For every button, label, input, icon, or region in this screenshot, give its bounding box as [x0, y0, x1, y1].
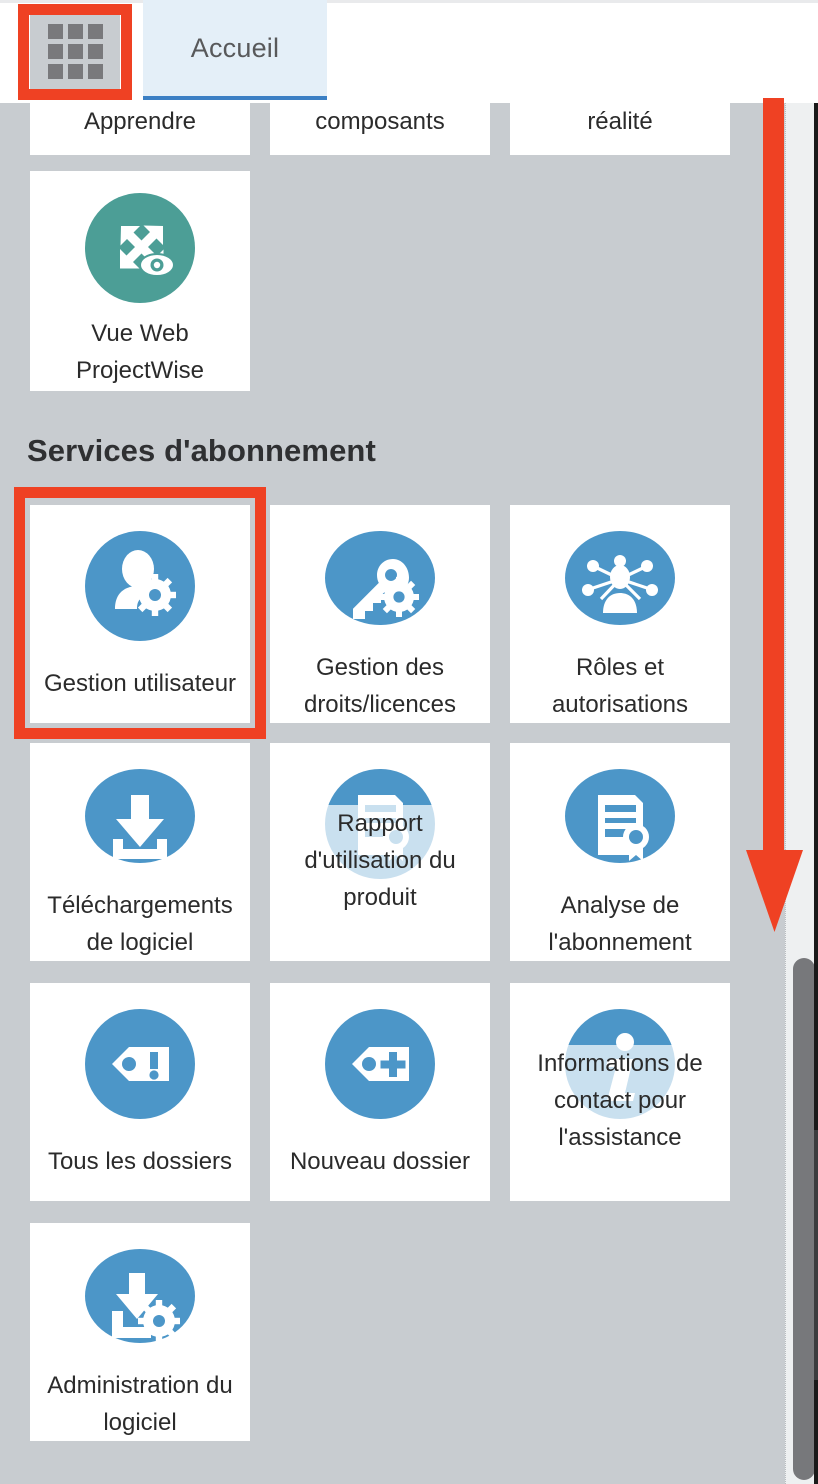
tile-roles-autorisations-label: Rôles et autorisations — [551, 654, 689, 718]
scrollbar-outer-rail-notch — [814, 1130, 818, 1380]
tile-apprendre[interactable]: Apprendre — [30, 103, 250, 155]
user-gear-icon — [85, 531, 195, 641]
tile-realite-label: réalité — [587, 108, 653, 135]
tile-tous-les-dossiers-label: Tous les dossiers — [47, 1148, 233, 1175]
tile-composants[interactable]: composants — [270, 103, 490, 155]
tile-rapport-utilisation-produit-label: Rapport d'utilisation du produit — [270, 805, 490, 916]
tile-gestion-droits-licences-label: Gestion des droits/licences — [303, 654, 457, 718]
tile-telechargements-logiciel-label: Téléchargements de logiciel — [47, 892, 233, 956]
tile-tous-les-dossiers[interactable]: Tous les dossiers — [30, 983, 250, 1201]
tile-gestion-utilisateur-label: Gestion utilisateur — [43, 670, 237, 697]
tile-composants-label: composants — [315, 108, 445, 135]
user-network-icon — [565, 531, 675, 625]
vertical-scrollbar[interactable] — [785, 103, 818, 1484]
tile-vue-web-projectwise[interactable]: Vue Web ProjectWise — [30, 171, 250, 391]
key-gear-icon — [325, 531, 435, 625]
tile-nouveau-dossier[interactable]: Nouveau dossier — [270, 983, 490, 1201]
tile-realite[interactable]: réalité — [510, 103, 730, 155]
tile-administration-logiciel-label: Administration du logiciel — [47, 1372, 233, 1436]
tile-gestion-droits-licences[interactable]: Gestion des droits/licences — [270, 505, 490, 723]
tile-informations-contact-assistance[interactable]: Informations de contact pour l'assistanc… — [510, 983, 730, 1201]
scrollbar-outer-rail — [814, 103, 818, 1484]
tile-rapport-utilisation-produit[interactable]: Rapport d'utilisation du produit — [270, 743, 490, 961]
projectwise-vue-icon — [85, 193, 195, 303]
tile-vue-web-projectwise-label: Vue Web ProjectWise — [30, 315, 250, 389]
tile-nouveau-dossier-label: Nouveau dossier — [289, 1148, 471, 1175]
pw-label-line2: ProjectWise — [75, 357, 205, 384]
scrollbar-thumb[interactable] — [793, 958, 815, 1480]
tab-bar: Accueil — [0, 0, 818, 103]
app-grid-icon — [47, 23, 103, 79]
tab-bar-top-rule — [0, 0, 818, 3]
dashboard-content: Apprendre composants réalité — [0, 103, 785, 1484]
tab-accueil[interactable]: Accueil — [143, 0, 327, 100]
pw-label-line1: Vue Web — [91, 320, 189, 347]
tile-roles-autorisations[interactable]: Rôles et autorisations — [510, 505, 730, 723]
tile-analyse-abonnement-label: Analyse de l'abonnement — [548, 892, 692, 956]
tag-plus-icon — [325, 1009, 435, 1119]
tile-gestion-utilisateur[interactable]: Gestion utilisateur — [30, 505, 250, 723]
tag-alert-icon — [85, 1009, 195, 1119]
tile-telechargements-logiciel[interactable]: Téléchargements de logiciel — [30, 743, 250, 961]
download-icon — [85, 769, 195, 863]
certificate-icon — [565, 769, 675, 863]
download-gear-icon — [85, 1249, 195, 1343]
section-title-services-abonnement: Services d'abonnement — [27, 433, 376, 468]
tile-analyse-abonnement[interactable]: Analyse de l'abonnement — [510, 743, 730, 961]
app-grid-button[interactable] — [30, 12, 120, 90]
tile-informations-contact-assistance-label: Informations de contact pour l'assistanc… — [510, 1045, 730, 1156]
tile-apprendre-label: Apprendre — [83, 108, 197, 135]
tab-accueil-label: Accueil — [190, 32, 280, 63]
tile-administration-logiciel[interactable]: Administration du logiciel — [30, 1223, 250, 1441]
